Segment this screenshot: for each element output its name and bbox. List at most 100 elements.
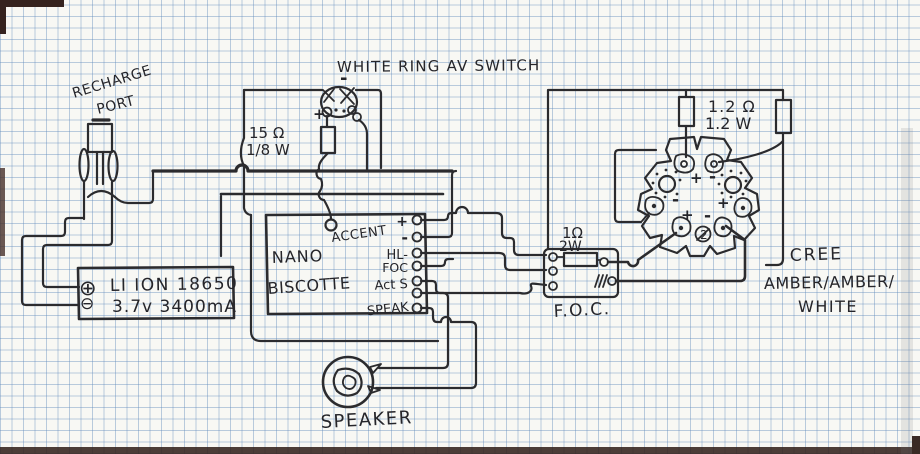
wire-speak1 [377, 291, 450, 370]
av-switch-label: WHITE RING AV SWITCH [337, 56, 541, 76]
accent-pad [324, 218, 338, 232]
center-enclosure [239, 88, 440, 343]
wire-accent-scurve [315, 151, 333, 221]
battery-label-line1: LI ION 18650 [110, 274, 239, 296]
wire-main-bus-upper [151, 163, 454, 173]
speaker-tab-top [369, 363, 382, 374]
star-pad-top-left [673, 153, 696, 174]
nano-name-line1: NANO [271, 246, 323, 267]
wire-resistor-right-to-pad [717, 139, 785, 164]
foc-board-component [542, 224, 747, 299]
led-resistor-label-line1: 1.2 Ω [708, 97, 756, 116]
wire-battery-minus-route [20, 216, 86, 307]
star-pad-top-right-hole [710, 160, 718, 168]
port-body [86, 122, 114, 154]
switch-minus-mark: - [340, 68, 347, 89]
speaker-label: SPEAKER [320, 407, 413, 433]
foc-squiggle [594, 274, 608, 288]
enclosure-bottom-rail [249, 213, 440, 343]
nano-name-line2: BISCOTTE [267, 273, 351, 298]
port-prong-center [95, 150, 105, 186]
enclosure-left-edge [239, 88, 253, 217]
star-center-number: 2 [700, 228, 708, 242]
star-pad-top-left-hole [680, 160, 688, 168]
star-mark-2: - [709, 167, 716, 187]
led-emitter-right [723, 175, 743, 195]
wire-hl-to-foc [419, 251, 548, 272]
star-pad-mid-right [733, 197, 753, 218]
nano-pad-label-acts: Act S [374, 277, 408, 294]
accent-label: ACCENT [330, 223, 387, 246]
switch-x-mark-1 [339, 87, 355, 105]
foc-board-outline [542, 247, 620, 299]
nano-pad-label-minus: - [401, 228, 408, 247]
cree-label-line3: WHITE [798, 297, 858, 316]
speaker-tab-bottom [367, 385, 381, 394]
star-outline [636, 135, 761, 258]
wire-foc-hook [419, 257, 455, 268]
star-mark-3: - [672, 190, 679, 210]
foc-pad-left1 [548, 252, 558, 262]
battery-outline [76, 265, 236, 321]
switch-pad-right-1 [347, 105, 357, 115]
star-mark-5: + [681, 206, 694, 224]
emitter-left-dots [651, 168, 682, 199]
foc-pad-left3 [548, 281, 558, 291]
switch-x-mark-2 [322, 88, 335, 103]
wire-foc-to-star-right [614, 224, 747, 283]
wire-foc-to-star-left [606, 231, 678, 268]
switch-ring [319, 85, 359, 119]
emitter-right-dots [717, 169, 748, 199]
recharge-port-label-line1: RECHARGE [70, 63, 153, 102]
av-switch-component: - + [313, 68, 369, 173]
led-box-outline [546, 88, 785, 267]
led-resistor-left-body [677, 95, 696, 128]
wire-acts-to-foc [419, 279, 548, 295]
star-pad-low-right-dot [720, 225, 726, 231]
text-labels: RECHARGE PORT WHITE RING AV SWITCH 15 Ω … [70, 56, 894, 433]
nano-pad-label-hl: HL- [387, 248, 409, 263]
cree-led-star: + - - + + - 2 [636, 135, 761, 258]
star-pad-mid-left-tail [641, 212, 650, 222]
battery-minus-terminal-icon: ⊖ [80, 294, 94, 314]
switch-pad-right-2 [352, 112, 362, 122]
speaker-component [321, 355, 382, 409]
star-mark-1: + [690, 169, 703, 187]
battery-plus-terminal-icon: ⊕ [79, 276, 97, 300]
foc-resistor-label-line2: 2W [559, 239, 582, 255]
speaker-inner-blob [341, 374, 357, 390]
led-emitter-left [657, 174, 677, 194]
switch-dot-1 [334, 108, 338, 112]
star-mark-6: - [704, 206, 711, 226]
battery-component: ⊕ ⊖ LI ION 18650 3.7v 3400mA [76, 265, 239, 321]
foc-resistor-leads [556, 256, 601, 261]
port-prong-right [107, 149, 119, 183]
foc-pad-left2 [548, 266, 558, 276]
speaker-outer [321, 355, 375, 409]
led-module-box [546, 88, 793, 267]
led-resistor-label-line2: 1.2 W [705, 114, 752, 133]
nano-pad-label-foc: FOC [382, 260, 408, 275]
foc-label: F.O.C. [553, 299, 611, 322]
star-center-slash [696, 228, 710, 241]
nano-pad-wiring [374, 169, 548, 390]
star-pad-mid-left [644, 195, 665, 216]
port-prong-left [78, 147, 90, 183]
nano-pad-label-plus: + [396, 214, 408, 230]
cree-label-line1: CREE [789, 244, 843, 266]
star-pad-top-right [704, 153, 724, 174]
star-pad-low-left-dot [678, 225, 684, 231]
wire-battery-plus-route [41, 180, 114, 289]
star-pad-low-left [671, 216, 692, 238]
resistor-15-body [319, 125, 337, 155]
wire-port-to-bus [113, 169, 155, 205]
resistor-15-label-line2: 1/8 W [246, 141, 290, 159]
switch-dot-2 [342, 109, 346, 113]
led-inner-bracket [613, 148, 658, 224]
wire-minus-to-bus [419, 169, 458, 239]
battery-label-line2: 3.7v 3400mA [112, 297, 237, 317]
cree-label-line2: AMBER/AMBER/ [764, 272, 895, 293]
star-center-circle [694, 225, 712, 243]
